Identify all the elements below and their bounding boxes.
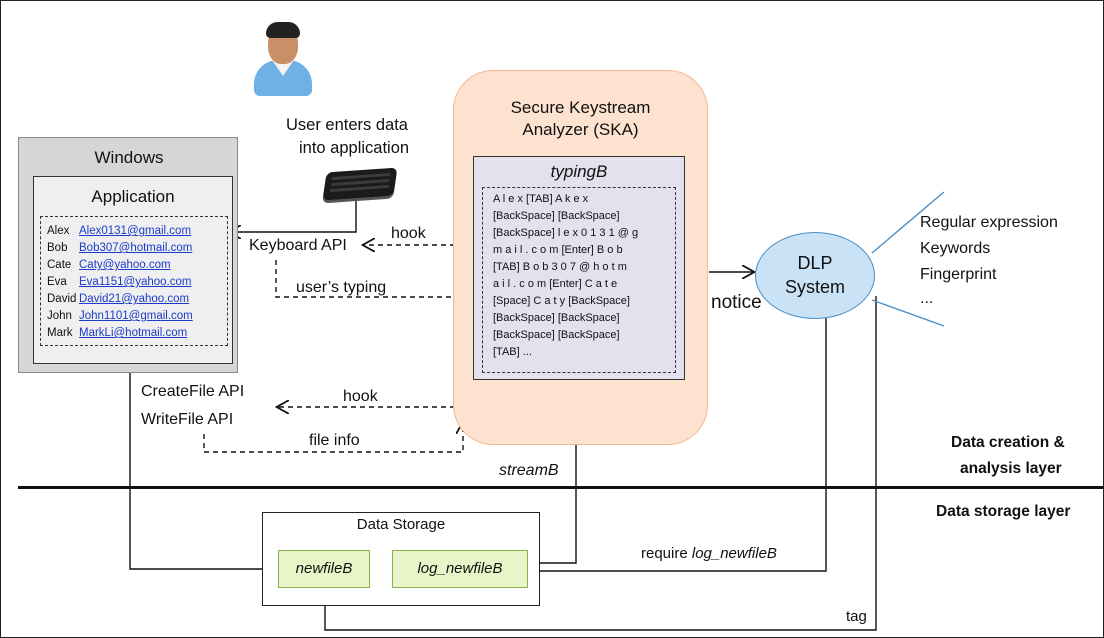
contact-row: Bob Bob307@hotmail.com [47, 240, 192, 256]
keystream-line: a i l . c o m [Enter] C a t e [493, 278, 618, 290]
ska-title-line1: Secure Keystream [510, 98, 651, 117]
require-arrow [529, 306, 826, 572]
newfileb-file: newfileB [278, 550, 370, 588]
contact-email-link[interactable]: Alex0131@gmail.com [79, 225, 192, 237]
writefile-api-label: WriteFile API [141, 411, 234, 428]
keystream-line: [TAB] B o b 3 0 7 @ h o t m [493, 261, 627, 273]
dlp-label: DLP System [755, 251, 875, 299]
require-file: log_newfileB [691, 545, 777, 562]
contact-name: Cate [47, 259, 72, 271]
keystream-line: [BackSpace] [BackSpace] [493, 312, 620, 324]
streamb-label: streamB [499, 462, 559, 479]
keystream-line: [Space] C a t y [BackSpace] [493, 295, 630, 307]
user-caption-line1: User enters data [286, 116, 408, 134]
contact-name: Mark [47, 327, 73, 339]
contact-name: David [47, 293, 77, 305]
contact-email-link[interactable]: David21@yahoo.com [79, 293, 190, 305]
dlp-method: ... [920, 290, 934, 307]
creation-layer-label-line2: analysis layer [960, 460, 1062, 477]
keystream-line: A l e x [TAB] A k e x [493, 193, 589, 205]
file-info-label: file info [309, 432, 360, 449]
layer-separator [18, 486, 1104, 489]
file-info-arrow [203, 423, 463, 453]
dlp-method-line-top [871, 191, 945, 254]
typing-title: typingB [550, 162, 608, 181]
streamb-arrow [529, 388, 577, 563]
notice-label: notice [711, 292, 762, 313]
ska-title: Secure Keystream Analyzer (SKA) [453, 97, 708, 141]
hook-top-label: hook [391, 225, 426, 242]
contact-email-link[interactable]: John1101@gmail.com [79, 310, 193, 322]
dlp-method: Fingerprint [920, 266, 997, 283]
dlp-label-line2: System [784, 277, 845, 297]
user-caption-line2: into application [299, 139, 410, 157]
require-label: require log_newfileB [641, 545, 777, 562]
contact-row: Mark MarkLi@hotmail.com [47, 325, 187, 341]
dlp-method: Keywords [920, 240, 991, 257]
user-hair [266, 22, 300, 38]
contact-row: Cate Caty@yahoo.com [47, 257, 171, 273]
keyboard-icon [322, 167, 398, 201]
typing-box [473, 156, 685, 380]
creation-layer-label-line1: Data creation & [951, 434, 1065, 451]
contact-row: Alex Alex0131@gmail.com [47, 223, 191, 239]
dlp-system-node [755, 232, 875, 319]
keystream-log: A l e x [TAB] A k e x [BackSpace] [BackS… [482, 187, 676, 373]
dlp-method-line-bottom [871, 299, 945, 327]
contact-email-link[interactable]: Eva1151@yahoo.com [79, 276, 192, 288]
contact-name: Alex [47, 225, 70, 237]
keyboard-to-app-arrow [230, 198, 357, 232]
contact-name: Eva [47, 276, 67, 288]
dlp-method: Regular expression [920, 214, 1058, 231]
keyboard-key-row [329, 184, 389, 193]
contacts-list: Alex Alex0131@gmail.com Bob Bob307@hotmail… [40, 216, 228, 346]
log-newfileb-file: log_newfileB [392, 550, 528, 588]
require-prefix: require [641, 545, 692, 562]
keystream-line: [BackSpace] [BackSpace] [493, 329, 620, 341]
contact-name: John [47, 310, 72, 322]
contact-email-link[interactable]: MarkLi@hotmail.com [79, 327, 188, 339]
contact-name: Bob [47, 242, 68, 254]
tag-arrow [325, 296, 877, 631]
keystream-line: m a i l . c o m [Enter] B o b [493, 244, 623, 256]
contact-email-link[interactable]: Bob307@hotmail.com [79, 242, 193, 254]
keystream-line: [BackSpace] [BackSpace] [493, 210, 620, 222]
keyboard-api-label: Keyboard API [249, 237, 347, 254]
windows-title: Windows [94, 148, 164, 167]
keystream-line: [TAB] ... [493, 346, 532, 358]
app-to-newfile-arrow [129, 373, 276, 569]
users-typing-label: user’s typing [296, 279, 387, 296]
contact-row: Eva Eva1151@yahoo.com [47, 274, 191, 290]
application-box: Application [33, 176, 233, 364]
dlp-label-line1: DLP [797, 253, 833, 273]
hook-bottom-label: hook [343, 388, 378, 405]
keystream-line: [BackSpace] l e x 0 1 3 1 @ g [493, 227, 639, 239]
tag-label: tag [846, 608, 867, 625]
application-title: Application [91, 187, 175, 206]
ska-title-line2: Analyzer (SKA) [522, 120, 639, 139]
storage-layer-label: Data storage layer [936, 503, 1071, 520]
contact-email-link[interactable]: Caty@yahoo.com [79, 259, 171, 271]
users-typing-arrow [275, 260, 482, 297]
contact-row: John John1101@gmail.com [47, 308, 193, 324]
createfile-api-label: CreateFile API [141, 383, 245, 400]
data-storage-title: Data Storage [356, 516, 446, 533]
